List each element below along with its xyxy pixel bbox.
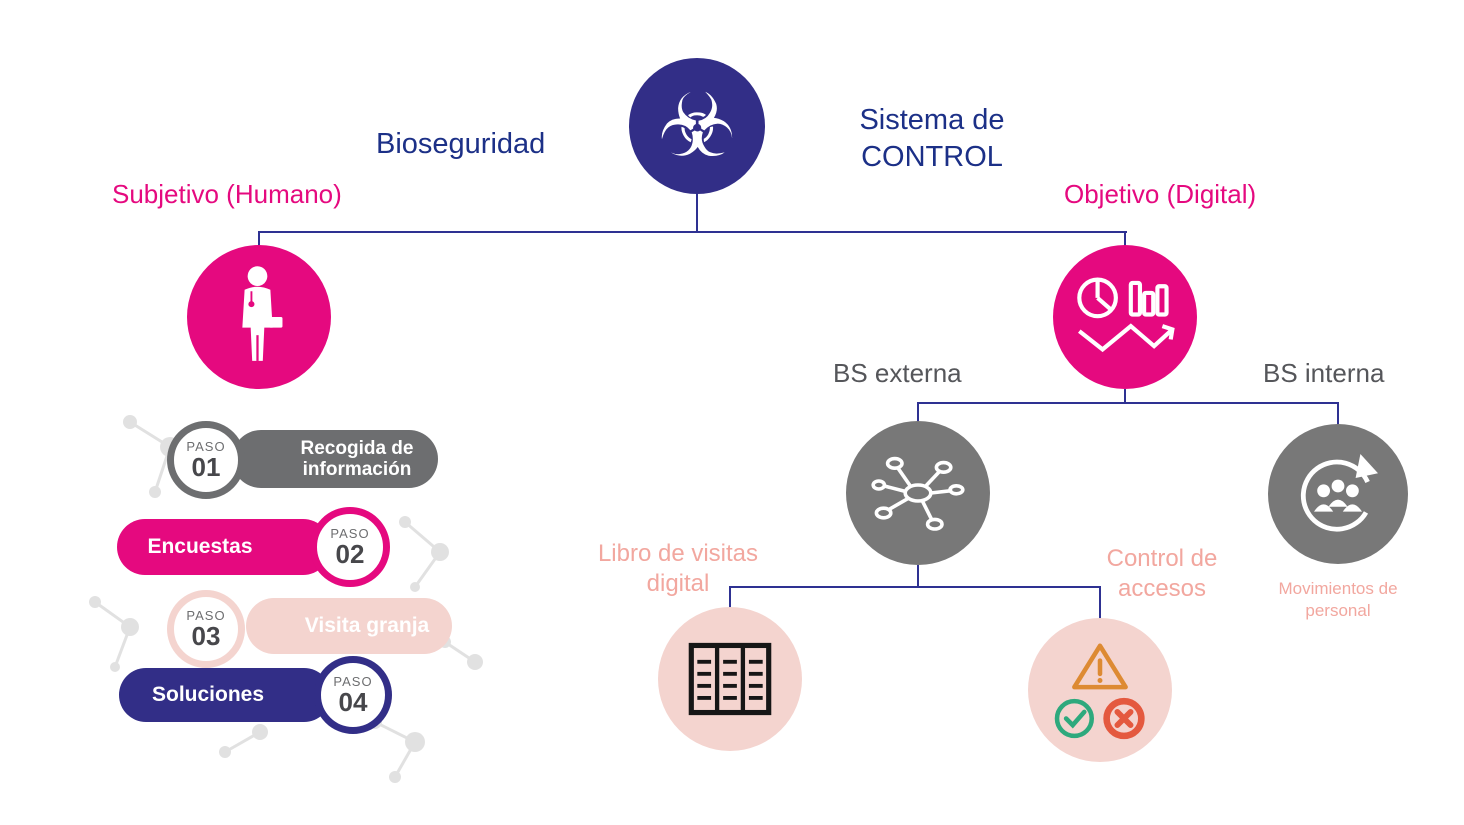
analytics-icon (1077, 277, 1175, 353)
personnel-rotation-icon (1300, 454, 1378, 532)
connector-leaf-horizontal (729, 586, 1101, 588)
external-biosecurity-node (846, 421, 990, 565)
title-sistema-control: Sistema de CONTROL (859, 104, 1005, 173)
connector-libro-drop (729, 586, 731, 609)
bs-interna-label: BS interna (1263, 358, 1385, 388)
step-pill-soluciones: Soluciones (119, 668, 331, 722)
control-accesos-label: Control de accesos (1106, 545, 1218, 602)
step-number: 02 (335, 539, 365, 569)
access-control-node (1028, 618, 1172, 762)
warning-icon (1072, 643, 1128, 690)
check-icon (1054, 698, 1095, 739)
cross-icon (1103, 697, 1145, 740)
branch-label-objetivo: Objetivo (Digital) (1064, 179, 1257, 209)
step-circle-04: PASO 04 (314, 656, 392, 734)
biohazard-icon: ☣ (657, 74, 737, 177)
bs-externa-label: BS externa (833, 358, 962, 388)
visit-log-table-icon (688, 642, 772, 716)
step-circle-01: PASO 01 (167, 421, 245, 499)
step-word: PASO (333, 674, 373, 689)
connector-digital-out (1124, 389, 1126, 403)
connector-bs-interna-drop (1337, 402, 1339, 426)
step-word: PASO (186, 439, 226, 454)
step-pill-label: Recogida de información (300, 438, 414, 480)
digital-node (1053, 245, 1197, 389)
connector-externa-out (917, 565, 919, 587)
doctor-icon (242, 266, 283, 361)
human-node (187, 245, 331, 389)
step-pill-visita: Visita granja (246, 598, 452, 654)
step-pill-label: Soluciones (151, 683, 265, 706)
network-icon (871, 456, 965, 531)
internal-biosecurity-node (1268, 424, 1408, 564)
step-pill-recogida: Recogida de información (232, 430, 438, 488)
connector-root-drop (696, 193, 698, 232)
branch-label-subjetivo: Subjetivo (Humano) (112, 179, 342, 209)
title-bioseguridad: Bioseguridad (376, 128, 546, 160)
step-word: PASO (330, 526, 370, 541)
connector-bs-externa-drop (917, 402, 919, 423)
connector-control-drop (1099, 586, 1101, 620)
access-control-icons (1054, 643, 1145, 740)
libro-visitas-label: Libro de visitas digital (597, 540, 759, 597)
step-number: 04 (338, 687, 368, 717)
connector-digital-drop (1124, 231, 1126, 247)
step-number: 03 (191, 621, 221, 651)
step-pill-encuestas: Encuestas (117, 519, 331, 575)
step-number: 01 (191, 452, 221, 482)
connector-bs-horizontal (917, 402, 1338, 404)
root-node: ☣ (629, 58, 765, 194)
step-circle-03: PASO 03 (167, 590, 245, 668)
step-pill-label: Encuestas (147, 535, 253, 558)
step-word: PASO (186, 608, 226, 623)
step-pill-label: Visita granja (304, 614, 430, 637)
connector-top-horizontal (259, 231, 1127, 233)
connector-human-drop (258, 231, 260, 247)
movimientos-label: Movimientos de personal (1278, 579, 1398, 620)
step-circle-02: PASO 02 (310, 507, 390, 587)
visit-log-node (658, 607, 802, 751)
